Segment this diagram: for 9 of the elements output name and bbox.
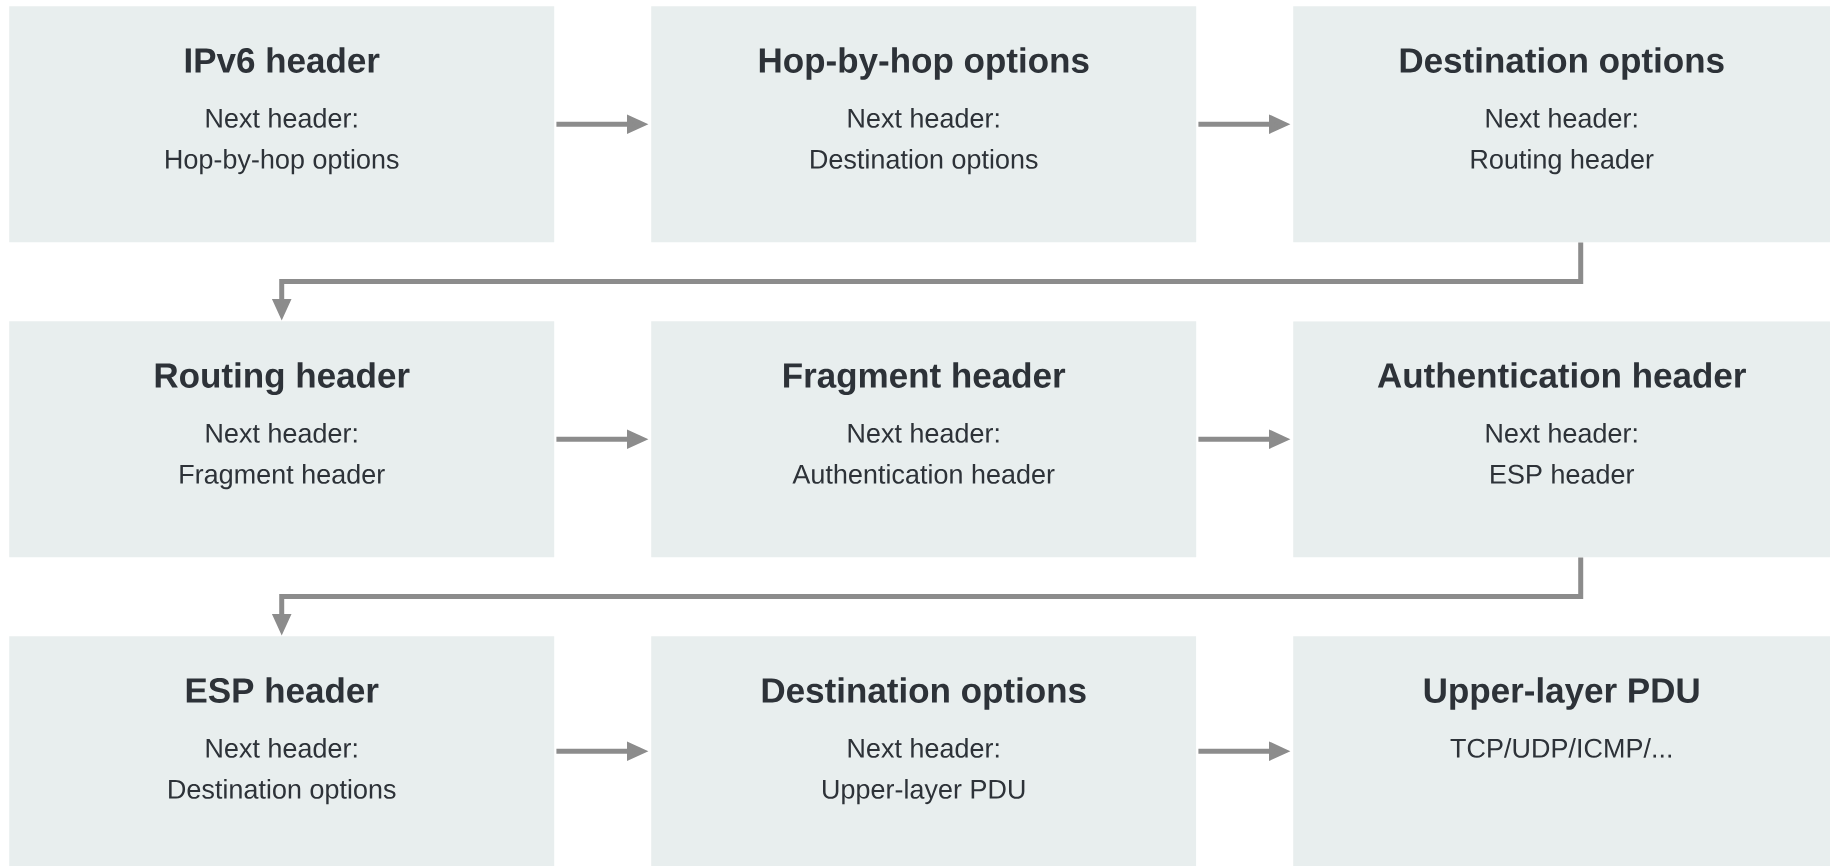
- header-box: ESP header Next header: Destination options: [9, 636, 555, 866]
- header-box: Destination options Next header: Upper-layer PDU: [651, 636, 1197, 866]
- header-box: Authentication header Next header: ESP header: [1293, 321, 1830, 558]
- header-box: Hop-by-hop options Next header: Destination options: [651, 6, 1197, 243]
- header-box: Destination options Next header: Routing header: [1293, 6, 1830, 243]
- header-box: Routing header Next header: Fragment header: [9, 321, 555, 558]
- header-box: Upper-layer PDU TCP/UDP/ICMP/...: [1293, 636, 1830, 866]
- header-box: IPv6 header Next header: Hop-by-hop options: [9, 6, 555, 243]
- header-box: Fragment header Next header: Authentication header: [651, 321, 1197, 558]
